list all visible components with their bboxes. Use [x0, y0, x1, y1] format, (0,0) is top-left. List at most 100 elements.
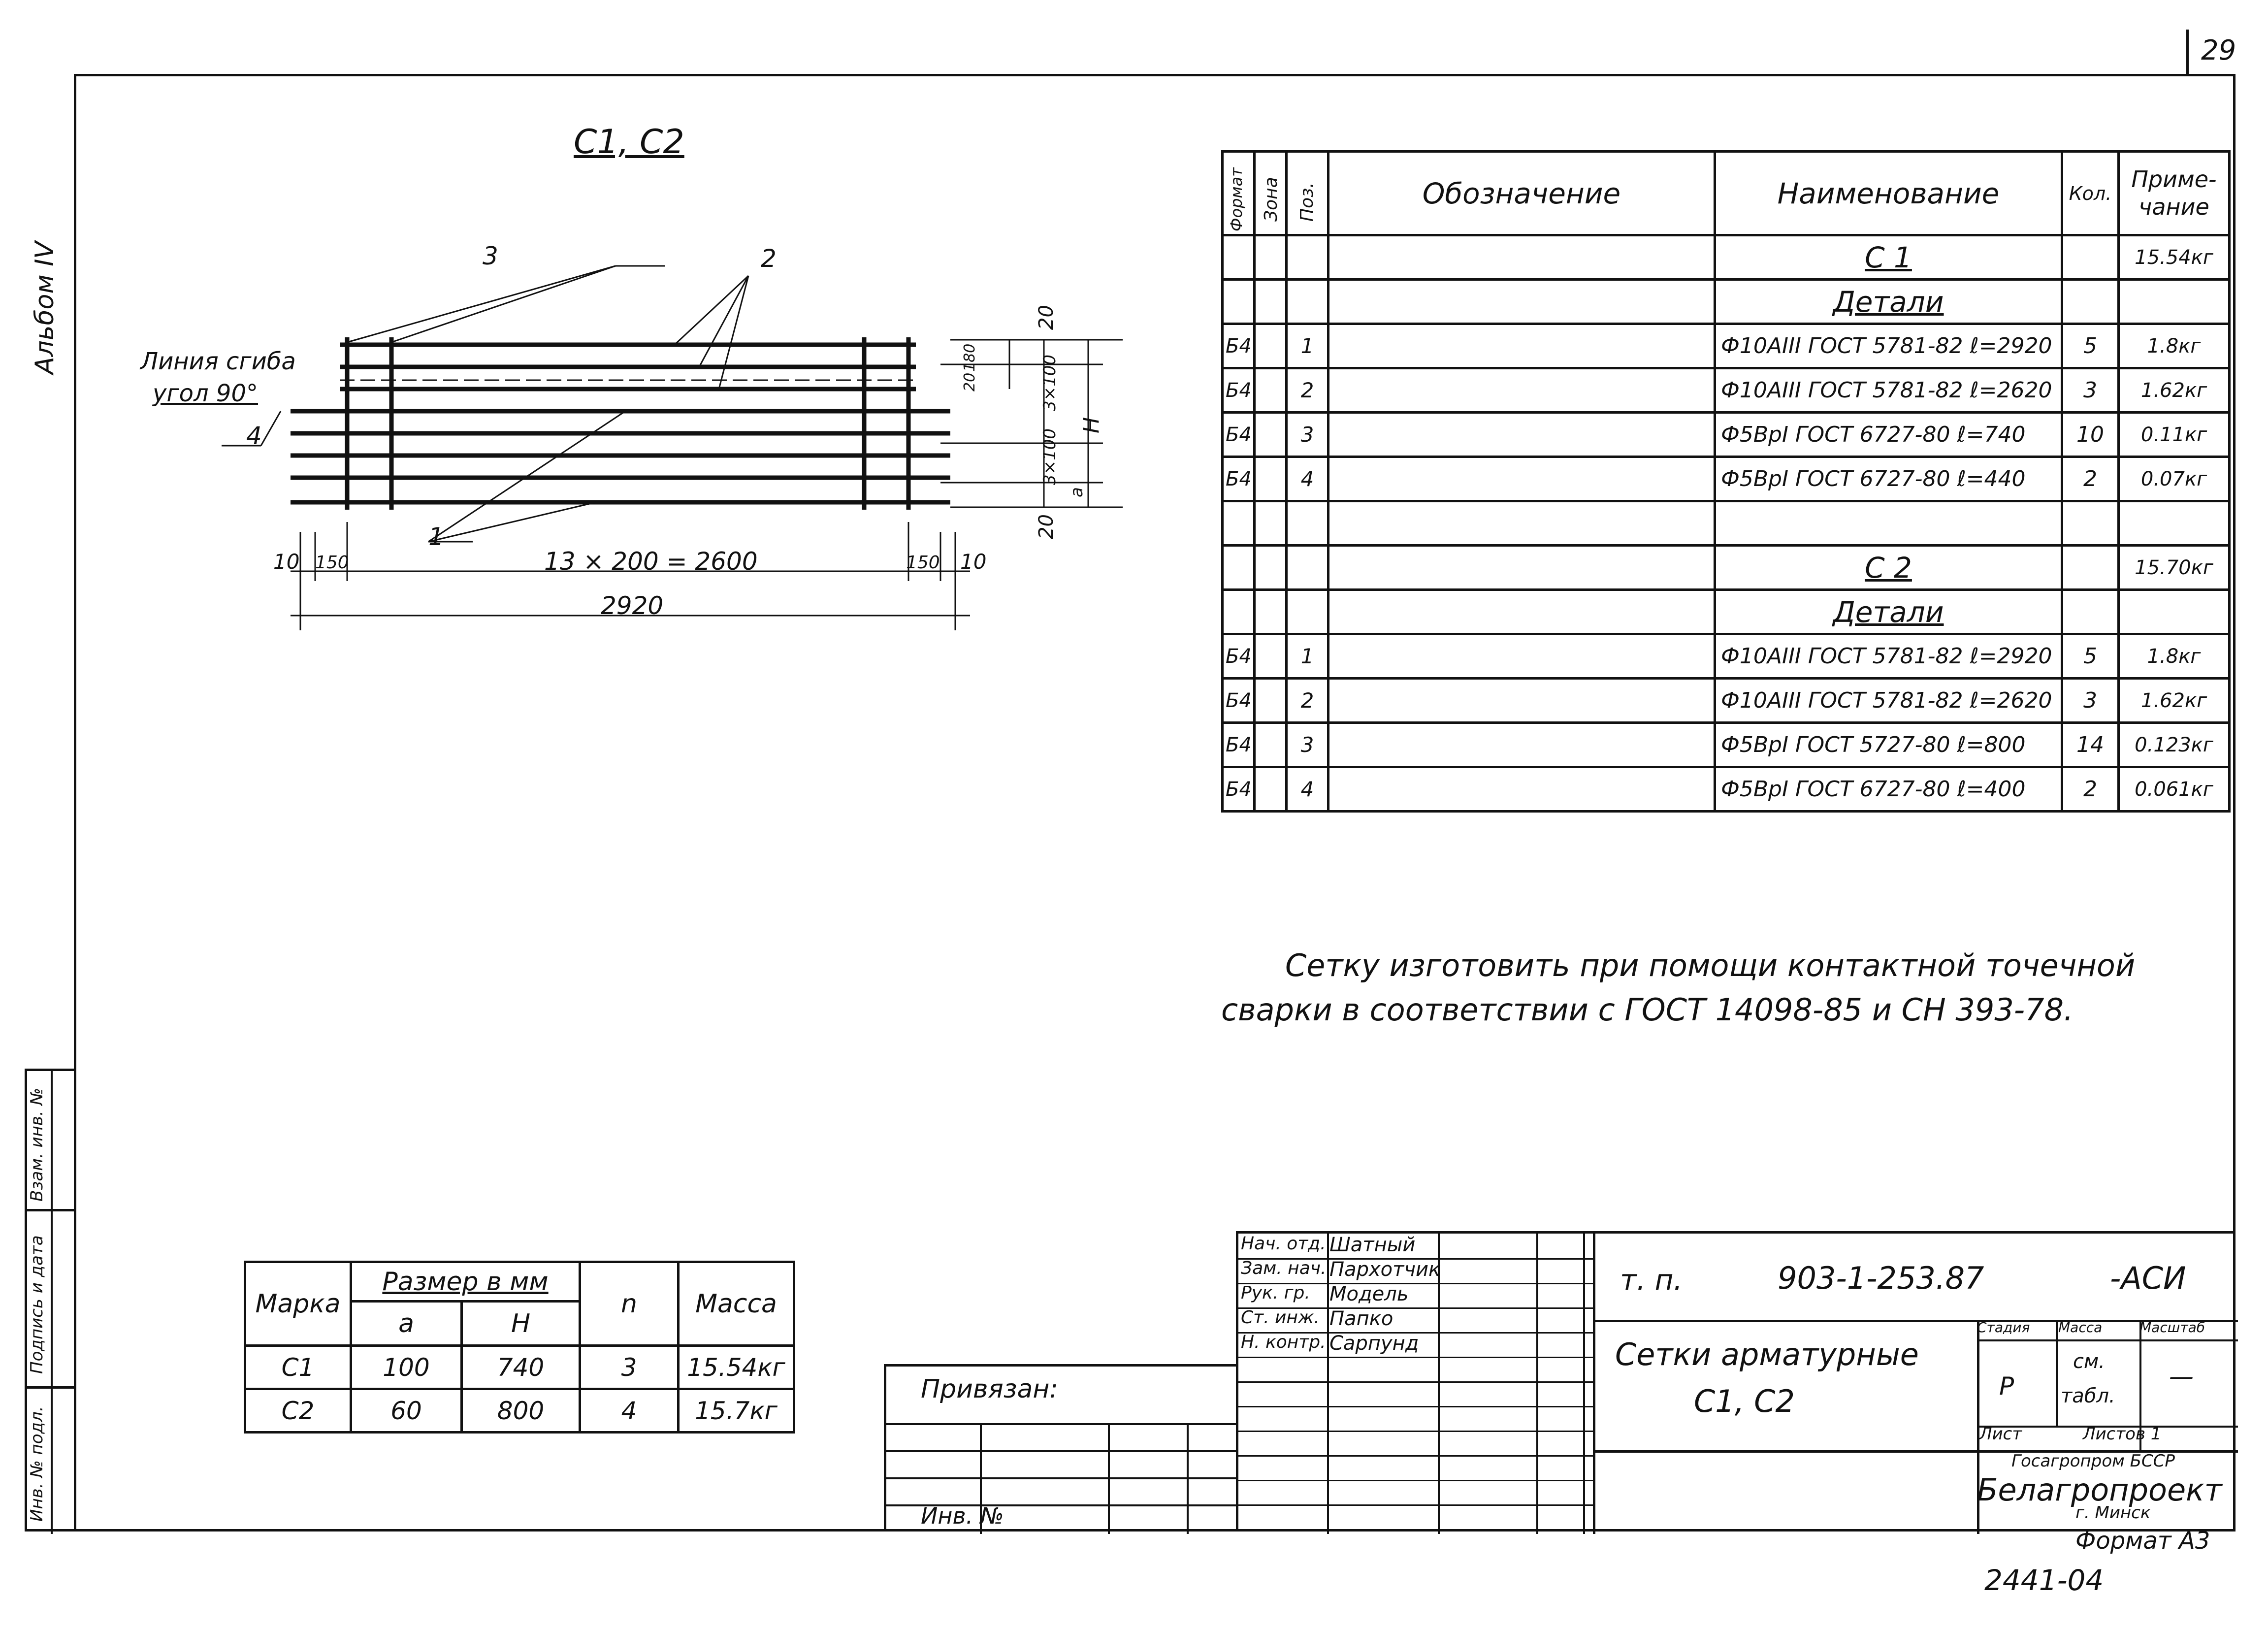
- spec-cell-format: Б4: [1221, 456, 1256, 502]
- spec-header-designation: Обозначение: [1327, 150, 1716, 236]
- spec-cell-designation: [1327, 278, 1716, 325]
- spec-cell-pos: [1285, 500, 1329, 547]
- spec-cell-name: Ф5ВрI ГОСТ 5727-80 ℓ=800: [1714, 721, 2063, 768]
- spec-cell-qty: [2061, 500, 2120, 547]
- spec-cell-format: Б4: [1221, 367, 1256, 414]
- dims-header-n: n: [579, 1261, 680, 1347]
- spec-cell-pos: 4: [1285, 456, 1329, 502]
- spec-cell-designation: [1327, 367, 1716, 414]
- dim-150-left: 150: [315, 553, 349, 573]
- privyazan-inv: Инв. №: [921, 1502, 1004, 1529]
- org-3: г. Минск: [2075, 1503, 2151, 1523]
- role-label: Зам. нач.: [1241, 1258, 1327, 1278]
- spec-cell-qty: 2: [2061, 766, 2120, 813]
- spec-cell-zone: [1253, 411, 1288, 458]
- callout-3: 3: [483, 242, 498, 270]
- dim-3x100-b: 3×100: [1040, 428, 1060, 485]
- spec-cell-pos: [1285, 278, 1329, 325]
- spec-cell-qty: 2: [2061, 456, 2120, 502]
- dim-H: Н: [1079, 417, 1104, 433]
- dim-spacing: 13 × 200 = 2600: [544, 547, 758, 576]
- spec-cell-name: Ф5ВрI ГОСТ 6727-80 ℓ=440: [1714, 456, 2063, 502]
- note-line-1: Сетку изготовить при помощи контактной т…: [1285, 947, 2136, 983]
- sheet-label: Лист: [1979, 1424, 2022, 1444]
- spec-cell-pos: 3: [1285, 721, 1329, 768]
- dims-cell-H: 800: [460, 1388, 582, 1434]
- dims-cell-n: 3: [579, 1344, 680, 1390]
- spec-cell-designation: [1327, 588, 1716, 635]
- spec-cell-format: Б4: [1221, 323, 1256, 369]
- dim-total: 2920: [601, 591, 664, 620]
- dims-header-size: Размер в мм: [349, 1261, 582, 1303]
- spec-cell-name: Ф10АIII ГОСТ 5781-82 ℓ=2620: [1714, 367, 2063, 414]
- spec-cell-zone: [1253, 367, 1288, 414]
- spec-cell-zone: [1253, 278, 1288, 325]
- side-stamp-podpis: Подпись и дата: [27, 1235, 47, 1374]
- dim-20-bottom: 20: [1035, 514, 1058, 539]
- drawing-frame: [74, 74, 2236, 1531]
- spec-cell-designation: [1327, 677, 1716, 724]
- dims-header-mass: Масса: [677, 1261, 796, 1347]
- spec-cell-name: С 1: [1714, 234, 2063, 281]
- dims-cell-mark: С2: [244, 1388, 352, 1434]
- mesh-drawing: [222, 265, 1123, 630]
- callout-4: 4: [246, 422, 262, 450]
- dims-cell-a: 100: [350, 1344, 463, 1390]
- spec-cell-qty: [2061, 588, 2120, 635]
- dims-cell-mass: 15.7кг: [677, 1388, 796, 1434]
- dim-150-right: 150: [906, 553, 940, 573]
- spec-cell-qty: [2061, 278, 2120, 325]
- spec-row: Детали: [1221, 588, 2231, 635]
- spec-cell-name: Ф5ВрI ГОСТ 6727-80 ℓ=400: [1714, 766, 2063, 813]
- spec-cell-pos: 2: [1285, 677, 1329, 724]
- spec-cell-name: [1714, 500, 2063, 547]
- dims-cell-mass: 15.54кг: [677, 1344, 796, 1390]
- role-name: Сарпунд: [1329, 1332, 1419, 1355]
- spec-header-note: Приме-чание: [2117, 150, 2231, 236]
- dim-a2: 20: [961, 372, 978, 391]
- mass-value-1: см.: [2073, 1350, 2105, 1373]
- spec-cell-zone: [1253, 500, 1288, 547]
- org-1: Госагропром БССР: [2011, 1451, 2175, 1471]
- stage-header: Стадия: [1977, 1319, 2030, 1336]
- role-label: Ст. инж.: [1241, 1307, 1320, 1328]
- mass-header: Масса: [2058, 1319, 2103, 1336]
- spec-cell-note: [2117, 278, 2231, 325]
- spec-row: Детали: [1221, 278, 2231, 325]
- spec-header-qty: Кол.: [2061, 150, 2120, 236]
- spec-cell-note: 1.8кг: [2117, 633, 2231, 680]
- dims-cell-mark: С1: [244, 1344, 352, 1390]
- scale-value: —: [2169, 1362, 2194, 1391]
- spec-cell-note: [2117, 500, 2231, 547]
- mass-value-2: табл.: [2061, 1385, 2115, 1407]
- spec-cell-note: 1.8кг: [2117, 323, 2231, 369]
- spec-cell-note: 1.62кг: [2117, 677, 2231, 724]
- format-label: Формат А3: [2075, 1527, 2210, 1555]
- spec-cell-format: Б4: [1221, 721, 1256, 768]
- spec-cell-zone: [1253, 677, 1288, 724]
- spec-cell-format: Б4: [1221, 633, 1256, 680]
- org-2: Белагропроект: [1977, 1472, 2222, 1508]
- spec-cell-designation: [1327, 323, 1716, 369]
- callout-1: 1: [428, 522, 444, 551]
- role-name: Папко: [1329, 1307, 1393, 1330]
- spec-row: [1221, 500, 2231, 547]
- dim-a3: а: [1067, 487, 1087, 497]
- role-label: Нач. отд.: [1241, 1234, 1326, 1254]
- dims-cell-H: 740: [460, 1344, 582, 1390]
- spec-cell-pos: 1: [1285, 323, 1329, 369]
- side-stamp-inv-podl: Инв. № подл.: [27, 1406, 47, 1522]
- spec-cell-note: 15.70кг: [2117, 544, 2231, 591]
- spec-cell-name: Ф10АIII ГОСТ 5781-82 ℓ=2920: [1714, 323, 2063, 369]
- spec-cell-designation: [1327, 456, 1716, 502]
- privyazan-label: Привязан:: [921, 1374, 1058, 1404]
- dim-20-top: 20: [1035, 305, 1058, 330]
- dim-a1: 180: [961, 343, 978, 372]
